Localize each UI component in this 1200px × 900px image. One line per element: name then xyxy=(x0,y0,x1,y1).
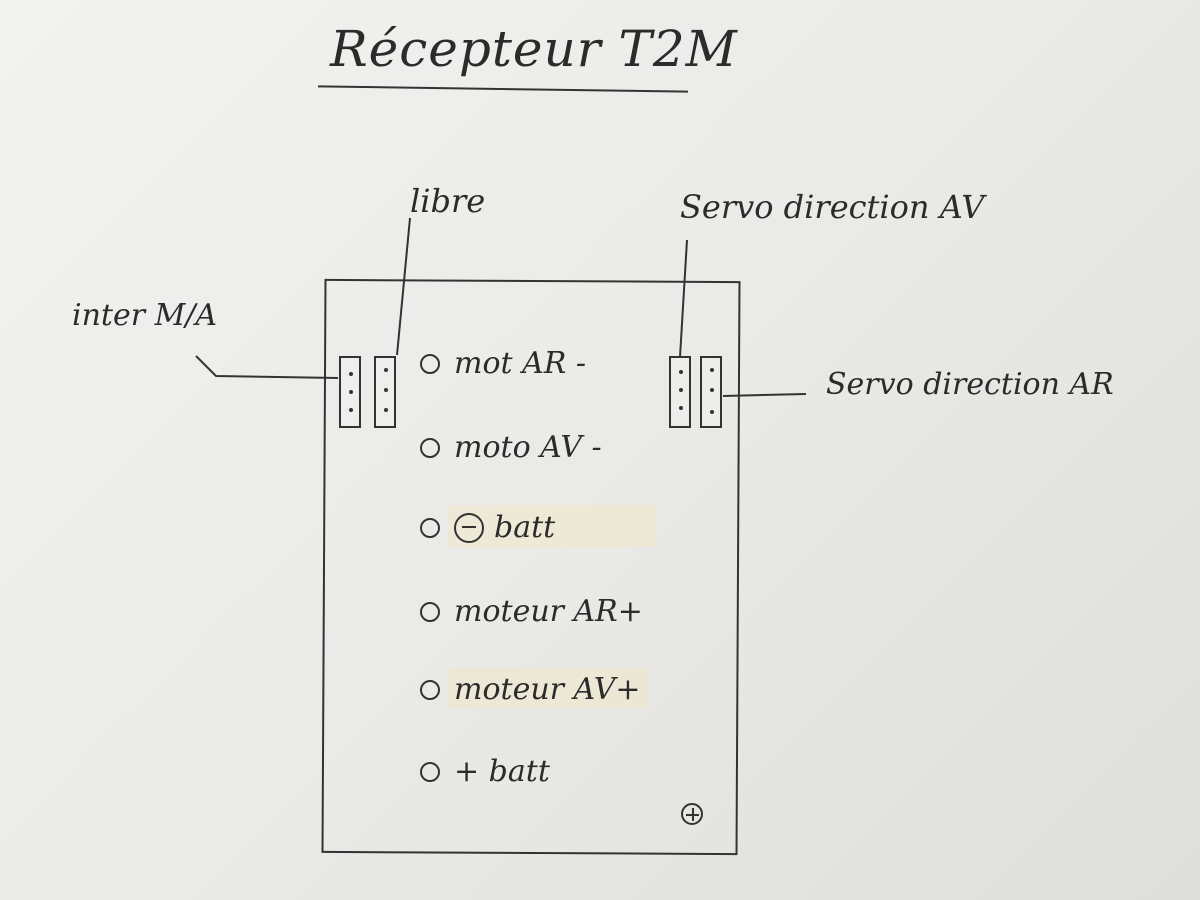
terminal-hole-icon xyxy=(420,761,440,782)
label-inter: inter M/A xyxy=(72,298,218,333)
connector-libre xyxy=(374,356,396,428)
terminal-hole-icon xyxy=(420,517,440,538)
connector-servo-ar xyxy=(700,356,722,428)
terminal-moteur-ar-plus: moteur AR+ xyxy=(420,594,643,629)
terminal-label: mot AR - xyxy=(454,346,587,381)
label-libre: libre xyxy=(410,182,486,220)
terminal-mot-ar-minus: mot AR - xyxy=(420,346,586,381)
label-servo-av: Servo direction AV xyxy=(680,188,985,226)
paper-highlight xyxy=(448,668,648,708)
leader-inter xyxy=(195,355,339,379)
terminal-label: moteur AV+ xyxy=(454,672,641,707)
mounting-hole-icon xyxy=(681,803,703,825)
connector-inter xyxy=(339,356,361,428)
label-servo-ar: Servo direction AR xyxy=(826,367,1114,402)
terminal-hole-icon xyxy=(420,353,440,374)
leader-servo-ar xyxy=(722,393,807,397)
leader-servo-av xyxy=(679,239,688,358)
terminal-hole-icon xyxy=(420,679,440,700)
terminal-batt-plus: + batt xyxy=(420,754,550,789)
terminal-label: batt xyxy=(494,510,556,545)
connector-servo-av xyxy=(669,356,691,428)
terminal-label: + batt xyxy=(454,754,550,789)
minus-circle-icon xyxy=(454,512,484,543)
terminal-moteur-av-plus: moteur AV+ xyxy=(420,672,641,707)
terminal-label: moteur AR+ xyxy=(454,594,643,629)
terminal-hole-icon xyxy=(420,437,440,458)
leader-libre xyxy=(396,217,411,356)
diagram-title: Récepteur T2M xyxy=(330,20,738,78)
terminal-moto-av-minus: moto AV - xyxy=(420,430,602,465)
terminal-label: moto AV - xyxy=(454,430,602,465)
terminal-hole-icon xyxy=(420,601,440,622)
terminal-batt-minus: batt xyxy=(420,510,555,545)
